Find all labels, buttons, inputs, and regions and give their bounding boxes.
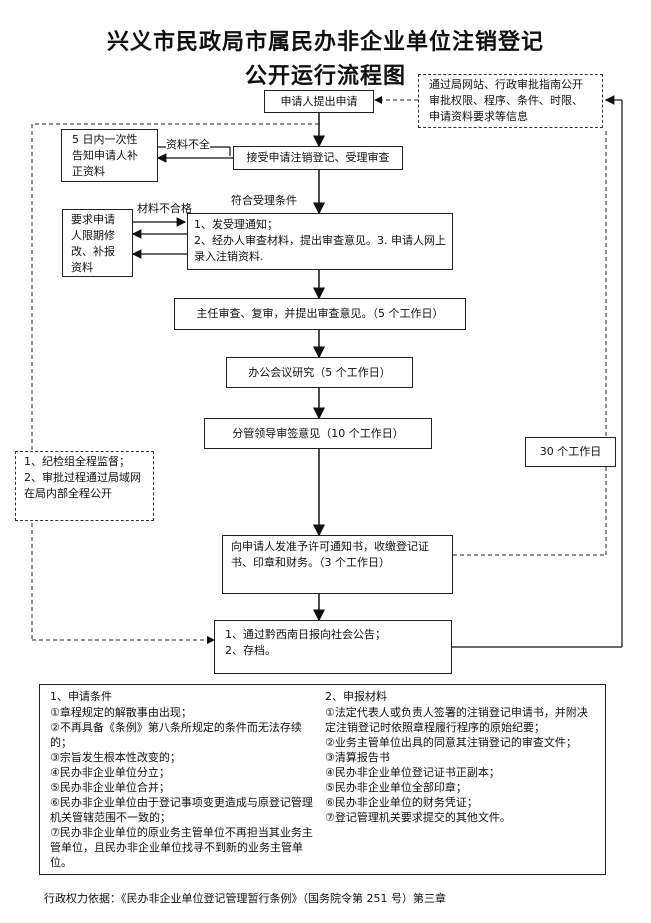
conditions-heading: 1、申请条件 (50, 690, 112, 703)
supervision-box: 1、纪检组全程监督； 2、审批过程通过局域网在局内部全程公开 (15, 451, 154, 521)
require-correction-box: 要求申请人限期修改、补报资料 (62, 209, 133, 277)
announce-box: 1、通过黔西南日报向社会公告； 2、存档。 (214, 620, 452, 674)
issue-notice-box: 向申请人发准予许可通知书，收缴登记证书、印章和财务。（3 个工作日） (222, 535, 453, 594)
leader-sign-box: 分管领导审签意见（10 个工作日） (204, 418, 432, 449)
condition-item: ③宗旨发生根本性改变的； (50, 751, 181, 764)
material-item: ③清算报告书 (325, 751, 390, 764)
accept-notice-box: 1、发受理通知； 2、经办人审查材料，提出审查意见。3. 申请人网上录入注销资料… (187, 213, 453, 270)
info-note-box: 通过局网站、行政审批指南公开审批权限、程序、条件、时限、申请资料要求等信息 (418, 74, 603, 128)
label-meets-conditions: 符合受理条件 (231, 192, 297, 208)
conditions-column: 1、申请条件 ①章程规定的解散事由出现； ②不再具备《条例》第八条所规定的条件而… (50, 689, 315, 870)
receive-box: 接受申请注销登记、受理审查 (233, 146, 403, 170)
office-meeting-box: 办公会议研究（5 个工作日） (226, 357, 413, 388)
title-line1: 兴义市民政局市属民办非企业单位注销登记 (106, 30, 544, 55)
materials-column: 2、申报材料 ①法定代表人或负责人签署的注销登记申请书，并附决定注销登记时依照章… (325, 689, 597, 825)
label-unqualified: 材料不合格 (137, 200, 192, 216)
condition-item: ⑥民办非企业单位由于登记事项变更造成与原登记管理机关管辖范围不一致的； (50, 796, 313, 824)
condition-item: ⑦民办非企业单位的原业务主管单位不再担当其业务主管单位，且民办非企业单位找寻不到… (50, 826, 313, 869)
material-item: ⑥民办非企业单位的财务凭证； (325, 796, 478, 809)
title-line2: 公开运行流程图 (244, 64, 406, 89)
materials-heading: 2、申报材料 (325, 690, 387, 703)
condition-item: ①章程规定的解散事由出现； (50, 706, 192, 719)
legal-basis-footer: 行政权力依据：《民办非企业单位登记管理暂行条例》（国务院令第 251 号）第三章 (44, 892, 446, 905)
apply-box: 申请人提出申请 (264, 90, 374, 113)
condition-item: ⑤民办非企业单位合并； (50, 781, 170, 794)
material-item: ④民办非企业单位登记证书正副本； (325, 766, 500, 779)
material-item: ⑦登记管理机关要求提交的其他文件。 (325, 811, 511, 824)
thirty-days-box: 30 个工作日 (525, 437, 616, 467)
condition-item: ②不再具备《条例》第八条所规定的条件而无法存续的； (50, 721, 302, 749)
notify-supplement-box: 5 日内一次性告知申请人补正资料 (61, 129, 158, 182)
condition-item: ④民办非企业单位分立； (50, 766, 170, 779)
requirements-panel: 1、申请条件 ①章程规定的解散事由出现； ②不再具备《条例》第八条所规定的条件而… (39, 684, 606, 875)
director-review-box: 主任审查、复审，并提出审查意见。（5 个工作日） (174, 298, 466, 330)
material-item: ②业务主管单位出具的同意其注销登记的审查文件； (325, 736, 577, 749)
material-item: ⑤民办非企业单位全部印章； (325, 781, 467, 794)
material-item: ①法定代表人或负责人签署的注销登记申请书，并附决定注销登记时依照章程履行程序的原… (325, 706, 588, 734)
label-incomplete: 资料不全 (166, 136, 210, 152)
